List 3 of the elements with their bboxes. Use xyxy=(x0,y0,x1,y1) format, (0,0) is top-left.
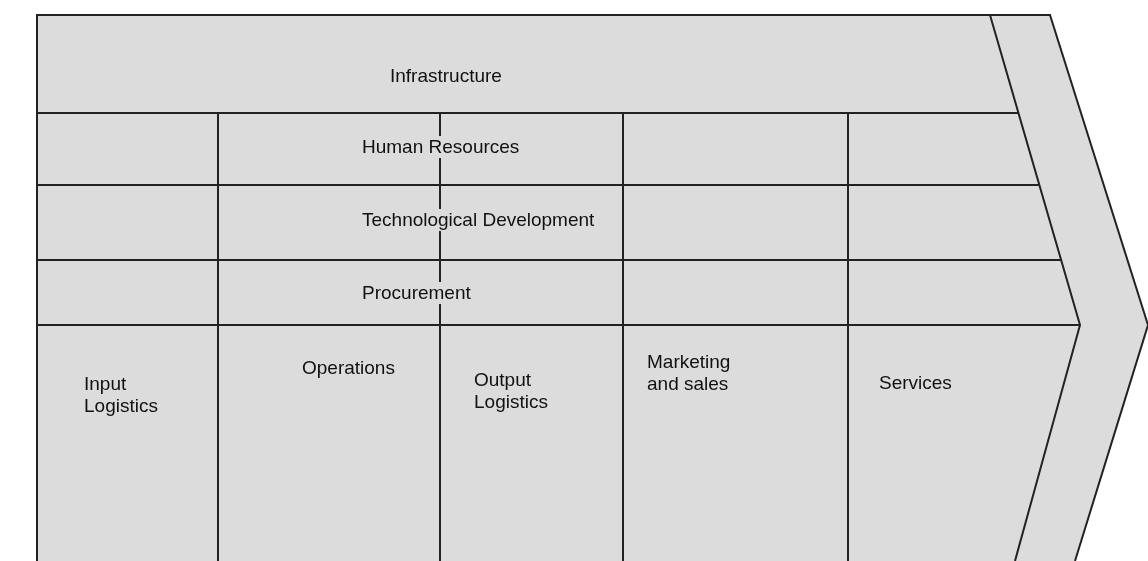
support-activity-label: Technological Development xyxy=(360,209,597,231)
support-activity-label: Human Resources xyxy=(360,136,522,158)
support-activity-label: Procurement xyxy=(360,282,473,304)
